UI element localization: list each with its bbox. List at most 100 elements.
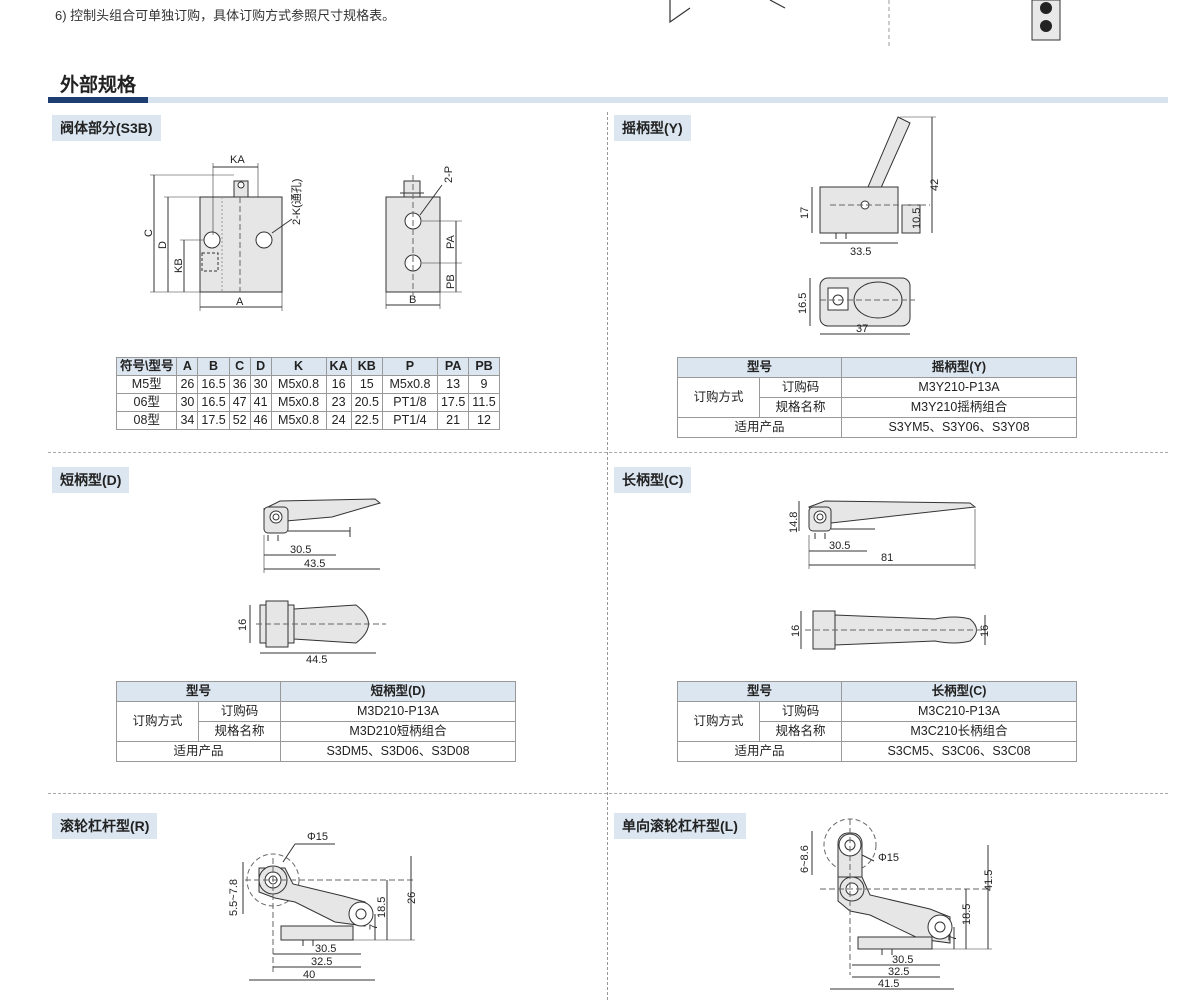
y-order-method: 订购方式: [677, 377, 760, 418]
th-k: K: [270, 357, 327, 376]
d-side-drawing: 30.5 43.5: [262, 498, 382, 573]
th-kb: KB: [350, 357, 383, 376]
cell: 9: [468, 375, 500, 394]
svg-text:14.8: 14.8: [788, 512, 800, 533]
svg-text:42: 42: [929, 179, 941, 191]
svg-text:41.5: 41.5: [983, 870, 995, 891]
y-side-drawing: 17 42 10.5 33.5: [799, 116, 941, 258]
d-applicable-label: 适用产品: [116, 741, 281, 762]
svg-text:A: A: [236, 296, 244, 308]
th-ka: KA: [325, 357, 352, 376]
svg-text:33.5: 33.5: [850, 246, 871, 258]
label-d: 短柄型(D): [52, 467, 130, 493]
cell: 23: [325, 393, 352, 412]
c-order-code: M3C210-P13A: [841, 701, 1077, 722]
svg-text:30.5: 30.5: [290, 544, 311, 556]
th-a: A: [176, 357, 199, 376]
cell: 52: [228, 411, 251, 430]
top-note: 6) 控制头组合可单独订购，具体订购方式参照尺寸规格表。: [55, 8, 396, 23]
cell: 13: [436, 375, 470, 394]
svg-text:Φ15: Φ15: [307, 831, 328, 843]
svg-text:30.5: 30.5: [829, 540, 850, 552]
top-partial-figure: [669, 0, 1061, 46]
th-b: B: [197, 357, 230, 376]
cell: 30: [176, 393, 199, 412]
h-separator-2: [48, 793, 1168, 794]
h-separator-1: [48, 452, 1168, 453]
cell: 12: [468, 411, 500, 430]
cell: M5x0.8: [270, 375, 327, 394]
svg-text:18.5: 18.5: [376, 897, 388, 918]
y-order-table: 型号 摇柄型(Y) 订购方式 订购码 M3Y210-P13A 规格名称 M3Y2…: [677, 357, 1077, 438]
c-order-method: 订购方式: [677, 701, 760, 742]
s3b-front-drawing: KA 2-K(通孔) C D KB A: [143, 154, 303, 311]
svg-text:7: 7: [368, 924, 380, 930]
c-col-model: 型号: [677, 681, 842, 702]
svg-text:44.5: 44.5: [306, 654, 327, 666]
cell: M5x0.8: [270, 393, 327, 412]
c-col-type: 长柄型(C): [841, 681, 1077, 702]
th-pa: PA: [436, 357, 470, 376]
svg-text:7: 7: [947, 935, 959, 941]
svg-text:16: 16: [237, 619, 249, 631]
svg-text:6~8.6: 6~8.6: [799, 845, 811, 873]
th-pb: PB: [468, 357, 500, 376]
cell: 26: [176, 375, 199, 394]
y-applicable: S3YM5、S3Y06、S3Y08: [841, 417, 1077, 438]
y-top-drawing: 16.5 37: [797, 277, 915, 335]
y-col-type: 摇柄型(Y): [841, 357, 1077, 378]
cell: 30: [249, 375, 272, 394]
c-applicable: S3CM5、S3C06、S3C08: [841, 741, 1077, 762]
c-side-drawing: 14.8 30.5 81: [788, 500, 977, 569]
cell: 41: [249, 393, 272, 412]
svg-text:16: 16: [790, 625, 802, 637]
cell: 20.5: [350, 393, 383, 412]
cell: 06型: [115, 393, 178, 412]
svg-text:37: 37: [856, 323, 868, 335]
d-col-type: 短柄型(D): [280, 681, 516, 702]
cell: 47: [228, 393, 251, 412]
cell: M5x0.8: [270, 411, 327, 430]
c-spec-name: M3C210长柄组合: [841, 721, 1077, 742]
svg-text:18.5: 18.5: [961, 904, 973, 925]
svg-text:PA: PA: [445, 234, 457, 249]
s3b-side-drawing: 2-P PA PB B: [385, 166, 462, 309]
th-p: P: [381, 357, 438, 376]
svg-text:41.5: 41.5: [878, 978, 899, 990]
table-row: 08型 34 17.5 52 46 M5x0.8 24 22.5 PT1/4 2…: [115, 411, 500, 430]
cell: 08型: [115, 411, 178, 430]
svg-text:5.5~7.8: 5.5~7.8: [228, 879, 240, 916]
cell: M5x0.8: [381, 375, 438, 394]
svg-text:32.5: 32.5: [888, 966, 909, 978]
svg-text:16.5: 16.5: [797, 293, 809, 314]
c-top-drawing: 16 16: [790, 610, 991, 650]
d-spec-name-label: 规格名称: [198, 721, 281, 742]
cell: PT1/4: [381, 411, 438, 430]
cell: 16.5: [197, 393, 230, 412]
c-order-table: 型号 长柄型(C) 订购方式 订购码 M3C210-P13A 规格名称 M3C2…: [677, 681, 1077, 762]
cell: PT1/8: [381, 393, 438, 412]
cell: 15: [350, 375, 383, 394]
svg-text:PB: PB: [445, 274, 457, 289]
svg-text:16: 16: [979, 625, 991, 637]
cell: 22.5: [350, 411, 383, 430]
cell: 17.5: [436, 393, 470, 412]
th-c: C: [228, 357, 251, 376]
y-order-code: M3Y210-P13A: [841, 377, 1077, 398]
svg-text:C: C: [143, 229, 155, 237]
label-r: 滚轮杠杆型(R): [52, 813, 158, 839]
svg-text:10.5: 10.5: [911, 208, 923, 229]
section-title-bar: [48, 97, 1168, 103]
svg-text:40: 40: [303, 969, 315, 981]
svg-text:Φ15: Φ15: [878, 852, 899, 864]
y-spec-name-label: 规格名称: [759, 397, 842, 418]
d-top-drawing: 16 44.5: [237, 600, 386, 666]
svg-text:KA: KA: [230, 154, 245, 166]
label-c: 长柄型(C): [614, 467, 692, 493]
cell: 36: [228, 375, 251, 394]
svg-text:81: 81: [881, 552, 893, 564]
c-applicable-label: 适用产品: [677, 741, 842, 762]
svg-text:43.5: 43.5: [304, 558, 325, 570]
d-order-table: 型号 短柄型(D) 订购方式 订购码 M3D210-P13A 规格名称 M3D2…: [116, 681, 516, 762]
svg-text:D: D: [157, 241, 169, 249]
